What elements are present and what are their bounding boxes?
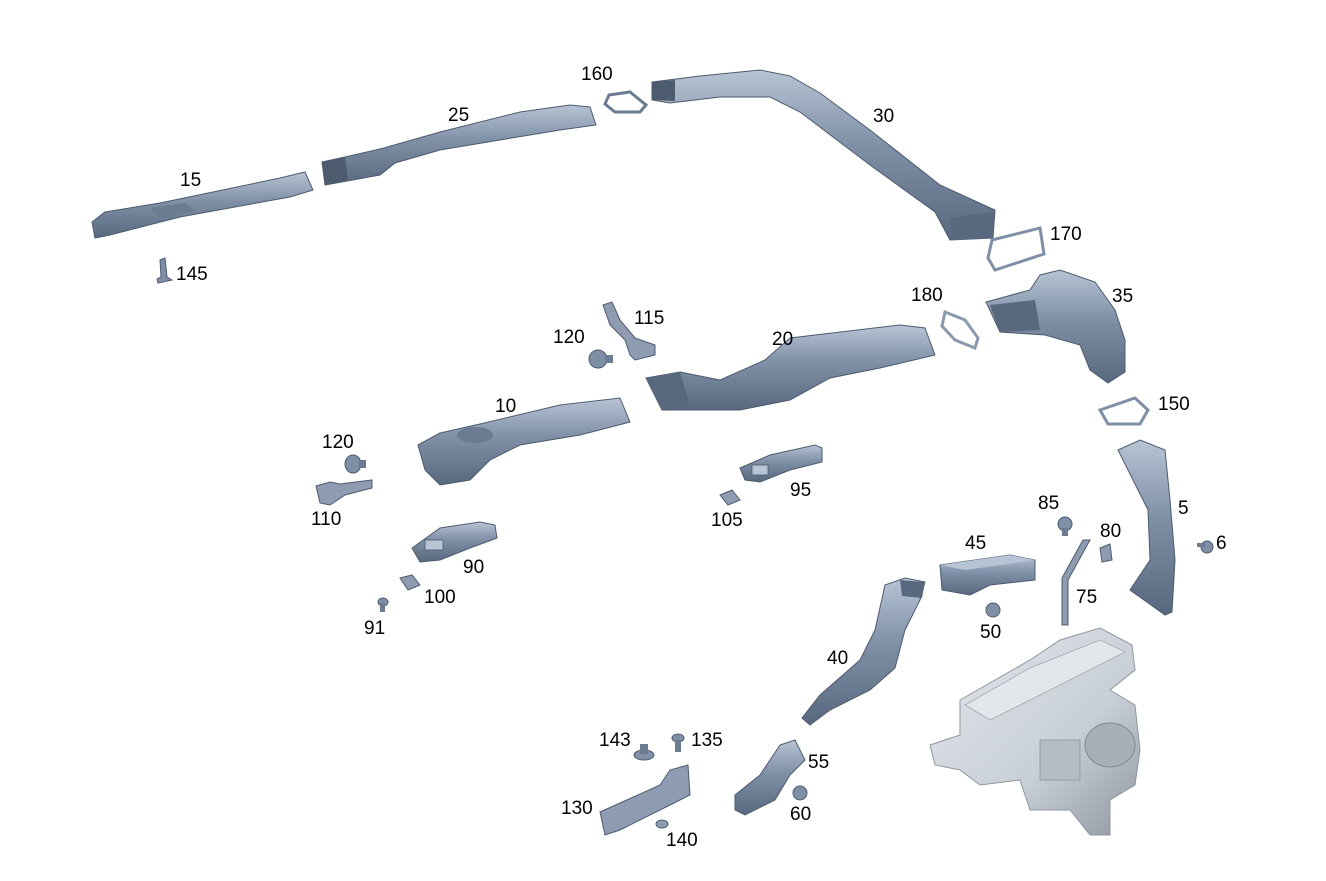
part-15-air-duct[interactable] [91,171,314,239]
part-130-bracket[interactable] [599,764,691,836]
label-105: 105 [711,510,743,531]
part-85-clip[interactable] [1057,516,1073,536]
part-90-vent-housing[interactable] [411,521,498,563]
label-145: 145 [176,264,208,285]
part-115-bracket[interactable] [602,301,656,361]
part-50-clip[interactable] [985,602,1001,618]
part-95-vent-housing[interactable] [739,444,823,483]
part-10-air-duct[interactable] [417,397,631,486]
label-120-lower: 120 [322,432,354,453]
label-15: 15 [180,170,201,191]
part-25-air-duct[interactable] [321,104,597,186]
label-135: 135 [691,730,723,751]
part-160-clip[interactable] [603,90,649,114]
label-100: 100 [424,587,456,608]
hvac-housing [929,627,1141,836]
part-170-frame-clip[interactable] [986,226,1046,272]
label-180: 180 [911,285,943,306]
label-90: 90 [463,557,484,578]
part-110-bracket[interactable] [315,479,373,506]
part-30-air-duct[interactable] [651,69,996,241]
part-150-clip[interactable] [1097,396,1150,426]
label-30: 30 [873,106,894,127]
label-50: 50 [980,622,1001,643]
part-5-air-duct[interactable] [1117,439,1176,616]
label-45: 45 [965,533,986,554]
part-91-screw[interactable] [377,597,389,612]
label-150: 150 [1158,394,1190,415]
part-55-duct-end[interactable] [734,739,806,816]
part-45-vent-box[interactable] [939,554,1036,596]
label-120-upper: 120 [553,327,585,348]
part-143-nut[interactable] [633,744,655,761]
part-40-air-duct[interactable] [801,577,926,726]
label-160: 160 [581,64,613,85]
part-145-push-clip[interactable] [156,257,174,284]
part-105-plate[interactable] [719,489,741,506]
part-6-screw[interactable] [1197,540,1214,554]
label-25: 25 [448,105,469,126]
label-10: 10 [495,396,516,417]
label-140: 140 [666,830,698,851]
label-110: 110 [311,509,341,530]
label-55: 55 [808,752,829,773]
part-35-air-duct[interactable] [985,269,1126,384]
label-115: 115 [634,308,664,329]
part-80-bracket[interactable] [1099,543,1113,563]
part-135-bolt[interactable] [671,733,685,752]
label-75: 75 [1076,587,1097,608]
part-60-clip[interactable] [792,785,808,801]
label-143: 143 [599,730,631,751]
label-6: 6 [1216,533,1227,554]
label-5: 5 [1178,498,1189,519]
part-140-washer[interactable] [655,819,669,829]
part-20-air-duct[interactable] [645,324,936,411]
label-170: 170 [1050,224,1082,245]
part-75-strut[interactable] [1061,539,1091,626]
label-40: 40 [827,648,848,669]
part-180-clip[interactable] [940,309,980,351]
label-80: 80 [1100,521,1121,542]
part-120-clip-lower[interactable] [344,454,366,474]
part-120-clip-upper[interactable] [588,349,613,369]
label-20: 20 [772,329,793,350]
label-85: 85 [1038,493,1059,514]
label-91: 91 [364,618,385,639]
label-95: 95 [790,480,811,501]
label-35: 35 [1112,286,1133,307]
part-100-plate[interactable] [399,574,421,591]
label-130: 130 [561,798,593,819]
label-60: 60 [790,804,811,825]
